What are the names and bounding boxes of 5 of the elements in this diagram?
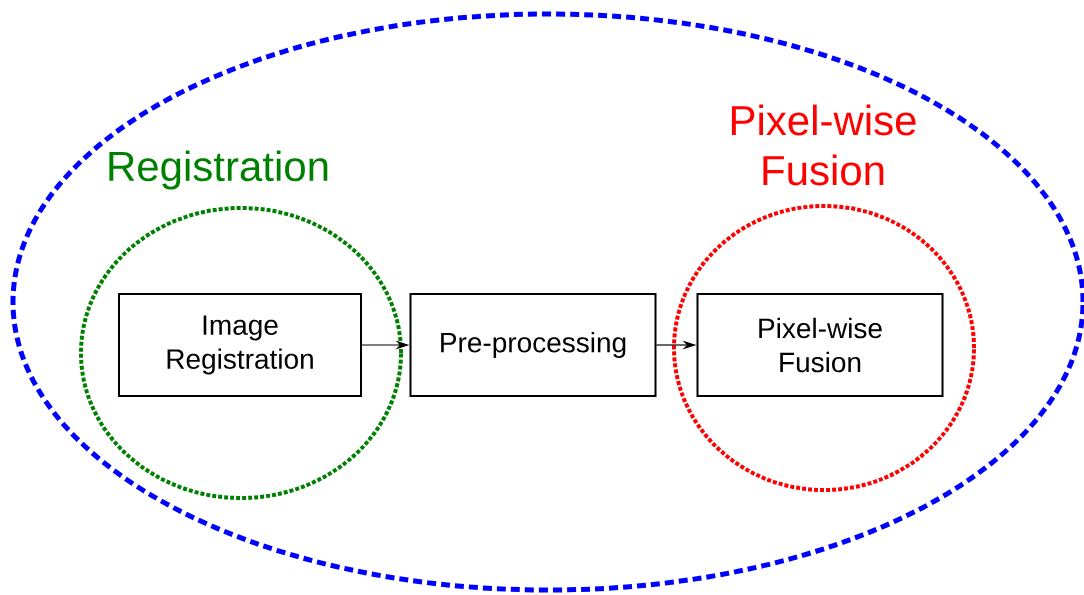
heading: Registration bbox=[109, 150, 328, 190]
process-box: Image Registration bbox=[118, 293, 362, 397]
process-box: Pixel-wise Fusion bbox=[696, 293, 944, 397]
heading: Pixel-wise Fusion bbox=[731, 104, 916, 186]
process-box: Pre-processing bbox=[409, 293, 657, 397]
